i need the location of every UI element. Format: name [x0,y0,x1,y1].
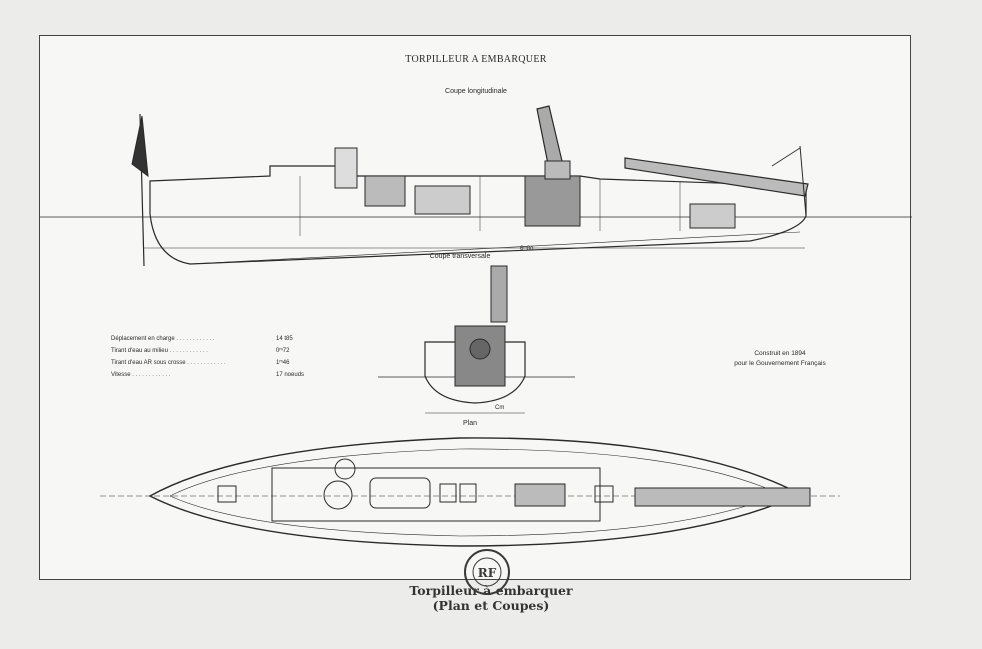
plan-skylight [369,477,431,509]
stern-compartment [689,203,736,229]
transversal-funnel [490,265,508,323]
spec-label: Déplacement en charge [111,336,215,342]
longitudinal-dimension-mark: 6ᵐ8o [520,246,534,252]
transversal-dimension-mark: Cm [495,405,505,411]
specifications-table: Déplacement en charge 14 t85 Tirant d'ea… [111,336,341,384]
ship-drawings [40,105,912,547]
spec-label: Tirant d'eau au milieu [111,348,208,354]
plan-deckhouse [271,467,601,522]
plan-torpedo-tube [634,487,811,507]
plate-title: TORPILLEUR A EMBARQUER [405,54,547,65]
caption-subtitle: (Plan et Coupes) [432,598,550,613]
plan-boiler-casing [514,483,566,507]
flag [131,115,149,178]
bow-staff [799,145,807,217]
machinery-block [414,185,471,215]
spec-row: Tirant d'eau au milieu 0ᵐ72 [111,348,341,360]
construction-note: Construit en 1894 pour le Gouvernement F… [700,349,860,369]
plan-view-label: Plan [462,420,477,427]
drawing-plate: TORPILLEUR A EMBARQUER Coupe longitudina… [39,35,912,580]
hull-profile [149,165,807,265]
note-line: Construit en 1894 [754,350,806,357]
transversal-hull [424,341,526,404]
spec-row: Tirant d'eau AR sous crosse 1ᵐ46 [111,360,341,372]
engine-block [364,175,406,207]
transversal-drum [469,338,491,360]
boiler-block [524,175,581,227]
spec-value: 1ᵐ46 [276,360,290,366]
spec-label: Vitesse [111,372,171,378]
plan-hatch-large [323,480,353,510]
plan-hatch [439,483,457,503]
plan-hatch-stern [594,485,614,503]
plan-hatch [459,483,477,503]
spec-value: 0ᵐ72 [276,348,290,354]
spec-value: 17 noeuds [276,372,305,378]
spec-row: Déplacement en charge 14 t85 [111,336,341,348]
funnel [536,105,563,165]
funnel-base [544,160,571,180]
plan-hatch-bow [217,485,237,503]
longitudinal-section-label: Coupe longitudinale [445,88,507,95]
library-stamp-icon: RF [464,549,510,595]
spec-label: Tirant d'eau AR sous crosse [111,360,226,366]
plan-hatch-small [334,458,356,480]
spec-row: Vitesse 17 noeuds [111,372,341,384]
transversal-section-label: Coupe transversale [429,253,491,260]
conning-tower [334,147,358,189]
figure-caption: Torpilleur à embarquer (Plan et Coupes) [0,583,982,613]
note-line: pour le Gouvernement Français [734,360,826,367]
spec-value: 14 t85 [276,336,293,342]
svg-text:RF: RF [478,566,497,580]
torpedo-tube [624,157,809,197]
caption-title: Torpilleur à embarquer [409,583,573,598]
